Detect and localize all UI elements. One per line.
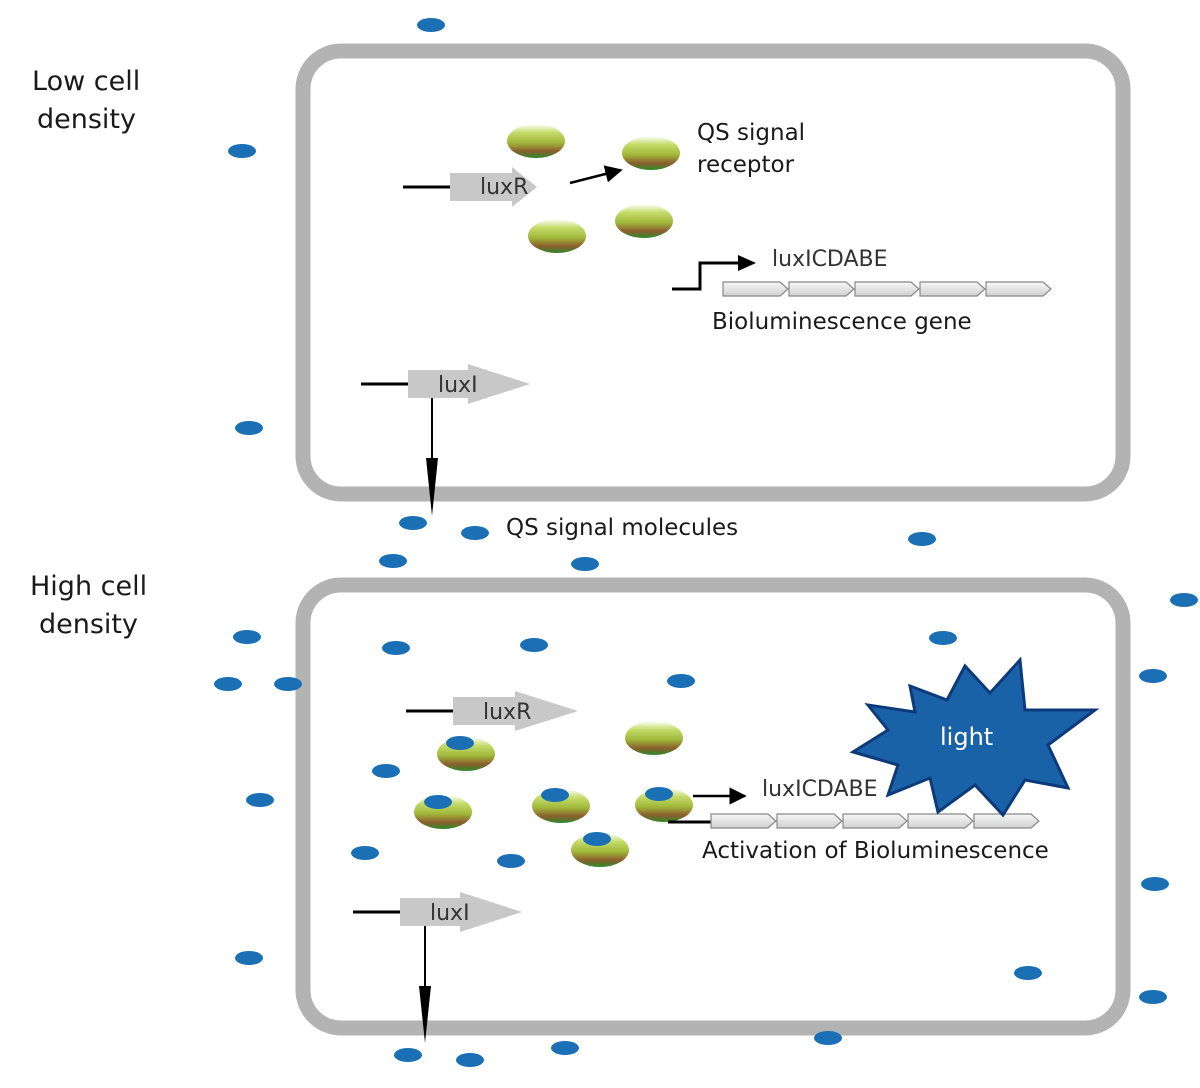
high-density-title-2: density bbox=[39, 609, 138, 640]
luxI-label-low: luxI bbox=[438, 373, 478, 398]
operon-genes-high bbox=[710, 813, 1040, 829]
signal-molecule bbox=[461, 526, 489, 540]
signal-molecule bbox=[233, 630, 261, 644]
signal-molecule bbox=[214, 677, 242, 691]
luxI-gene-high: luxI bbox=[353, 892, 522, 932]
signal-molecule bbox=[1139, 669, 1167, 683]
signal-molecule bbox=[379, 554, 407, 568]
luxI-arrowhead-high bbox=[419, 986, 431, 1043]
signal-molecule bbox=[814, 1031, 842, 1045]
signal-molecule bbox=[399, 516, 427, 530]
operon-caption-low: Bioluminescence gene bbox=[712, 309, 972, 335]
signal-molecule bbox=[351, 846, 379, 860]
signal-molecule bbox=[424, 795, 452, 809]
low-density-title-2: density bbox=[37, 104, 136, 135]
promoter-low bbox=[672, 255, 756, 291]
cell-high-density bbox=[295, 577, 1131, 1036]
signal-molecule bbox=[497, 854, 525, 868]
operon-label-low-text: luxICDABE bbox=[772, 247, 888, 272]
signal-molecule bbox=[520, 638, 548, 652]
signal-molecules-caption: QS signal molecules bbox=[506, 515, 738, 541]
signal-molecule bbox=[541, 788, 569, 802]
signal-molecules bbox=[214, 18, 1198, 1067]
light-burst: light bbox=[849, 656, 1100, 818]
luxR-expression-arrow bbox=[569, 165, 623, 185]
signal-molecule bbox=[394, 1048, 422, 1062]
cell-low-density bbox=[295, 43, 1131, 502]
luxR-label-high: luxR bbox=[483, 700, 531, 725]
signal-molecule bbox=[246, 793, 274, 807]
signal-molecule bbox=[1014, 966, 1042, 980]
luxI-arrowhead-low bbox=[426, 458, 438, 516]
signal-molecule bbox=[446, 736, 474, 750]
signal-molecule bbox=[645, 787, 673, 801]
signal-molecule bbox=[583, 832, 611, 846]
receptor-protein bbox=[528, 219, 586, 253]
signal-molecule bbox=[908, 532, 936, 546]
signal-molecule bbox=[1139, 990, 1167, 1004]
signal-molecule bbox=[382, 641, 410, 655]
signal-molecule bbox=[1141, 877, 1169, 891]
luxR-label-low: luxR bbox=[480, 175, 528, 200]
receptor-label-1: QS signal bbox=[697, 120, 805, 146]
receptor-protein bbox=[622, 136, 680, 170]
signal-molecule bbox=[372, 764, 400, 778]
luxR-gene-high: luxR bbox=[406, 691, 578, 731]
luxI-label-high: luxI bbox=[430, 901, 470, 926]
operon-genes-low bbox=[722, 281, 1052, 297]
signal-molecule bbox=[551, 1041, 579, 1055]
operon-caption-high: Activation of Bioluminescence bbox=[702, 838, 1049, 864]
luxR-gene-low: luxR bbox=[403, 167, 537, 207]
signal-molecule bbox=[1170, 593, 1198, 607]
signal-molecule bbox=[456, 1053, 484, 1067]
signal-molecule bbox=[571, 557, 599, 571]
low-density-title-1: Low cell bbox=[32, 66, 140, 97]
signal-molecule bbox=[667, 674, 695, 688]
receptor-protein bbox=[625, 721, 683, 755]
receptor-protein bbox=[507, 124, 565, 158]
high-density-title-1: High cell bbox=[30, 571, 147, 602]
signal-molecule bbox=[417, 18, 445, 32]
luxI-gene-low: luxI bbox=[361, 364, 530, 404]
signal-molecule bbox=[228, 144, 256, 158]
signal-molecule bbox=[929, 631, 957, 645]
signal-molecule bbox=[235, 421, 263, 435]
signal-molecule bbox=[274, 677, 302, 691]
receptor-label-2: receptor bbox=[697, 152, 795, 178]
signal-molecule bbox=[235, 951, 263, 965]
receptor-protein bbox=[615, 204, 673, 238]
light-label: light bbox=[940, 723, 993, 751]
operon-label-high: luxICDABE bbox=[762, 777, 878, 802]
